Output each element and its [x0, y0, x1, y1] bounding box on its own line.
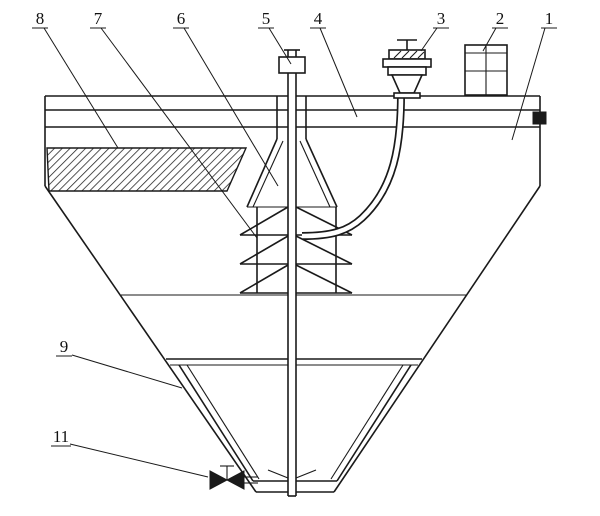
- callout-5: 5: [262, 9, 271, 28]
- callout-2: 2: [496, 9, 505, 28]
- callout-7: 7: [94, 9, 103, 28]
- control-box: [464, 44, 508, 96]
- rake-blades: [267, 469, 317, 479]
- callouts: 8 7 6 5 4 3 2 1 9 11: [32, 9, 557, 447]
- callout-6: 6: [177, 9, 186, 28]
- feedwell: [246, 96, 338, 293]
- callout-1: 1: [545, 9, 554, 28]
- callout-8: 8: [36, 9, 45, 28]
- drive-assembly: [382, 39, 432, 99]
- feed-pipe: [301, 93, 405, 240]
- callout-11: 11: [53, 427, 69, 446]
- discharge-valve: [209, 465, 258, 490]
- leader-lines: [43, 27, 546, 478]
- callout-4: 4: [314, 9, 323, 28]
- overflow-nozzle: [532, 111, 547, 125]
- inclined-plate-zone: [46, 147, 248, 192]
- callout-9: 9: [60, 337, 69, 356]
- center-shaft: [278, 49, 306, 497]
- callout-3: 3: [437, 9, 446, 28]
